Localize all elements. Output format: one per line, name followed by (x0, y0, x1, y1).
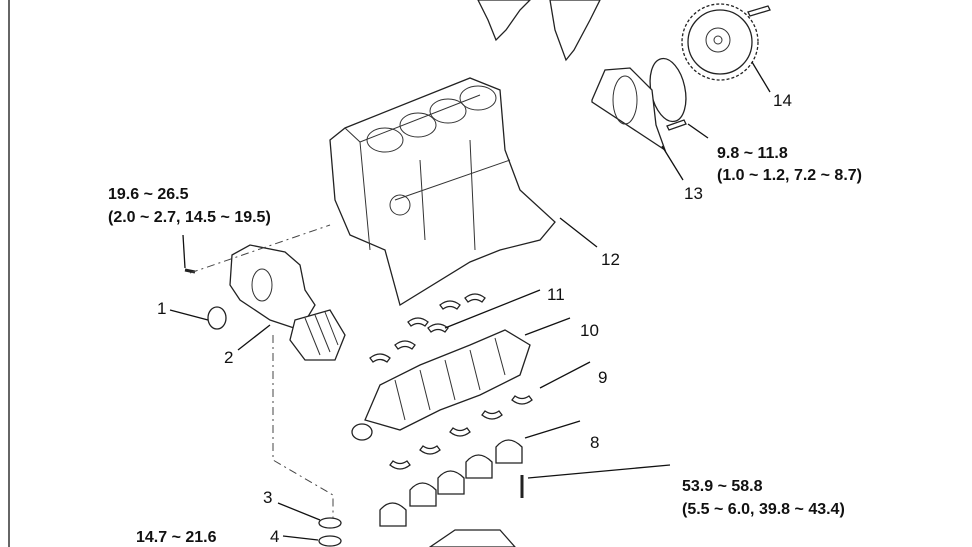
torque-front-bolt: 19.6 ~ 26.5 (108, 186, 189, 203)
gaskets (318, 517, 342, 547)
alignment-line (272, 335, 334, 518)
oil-pan-edge (428, 529, 516, 547)
timing-cover (477, 0, 601, 62)
callout-2: 2 (224, 348, 233, 367)
callout-13: 13 (684, 184, 703, 203)
flywheel (681, 3, 771, 81)
torque-front-bolt-sub: (2.0 ~ 2.7, 14.5 ~ 19.5) (108, 209, 271, 226)
crankshaft (351, 329, 531, 441)
callout-1: 1 (157, 299, 166, 318)
callout-9: 9 (598, 368, 607, 387)
rear-seal-case (591, 67, 687, 152)
torque-bearing-cap-bolt-sub: (5.5 ~ 6.0, 39.8 ~ 43.4) (682, 501, 845, 518)
upper-main-bearings (369, 293, 486, 363)
cylinder-block (329, 77, 556, 307)
callout-8: 8 (590, 433, 599, 452)
lower-main-bearings (389, 395, 533, 470)
torque-seal-bolt: 9.8 ~ 11.8 (717, 145, 788, 162)
callout-11: 11 (547, 285, 565, 304)
callout-14: 14 (773, 91, 792, 110)
front-oil-seal (207, 306, 227, 330)
torque-bearing-cap-bolt: 53.9 ~ 58.8 (682, 478, 763, 495)
oil-pump-front-case (229, 244, 346, 361)
main-bearing-caps (379, 439, 523, 527)
alignment-line (189, 224, 331, 274)
callout-3: 3 (263, 488, 272, 507)
leader-lines (169, 61, 771, 541)
torque-bottom-bolt: 14.7 ~ 21.6 (136, 529, 217, 546)
callout-10: 10 (580, 321, 599, 340)
callout-12: 12 (601, 250, 620, 269)
torque-seal-bolt-sub: (1.0 ~ 1.2, 7.2 ~ 8.7) (717, 167, 862, 184)
callout-4: 4 (270, 527, 279, 546)
